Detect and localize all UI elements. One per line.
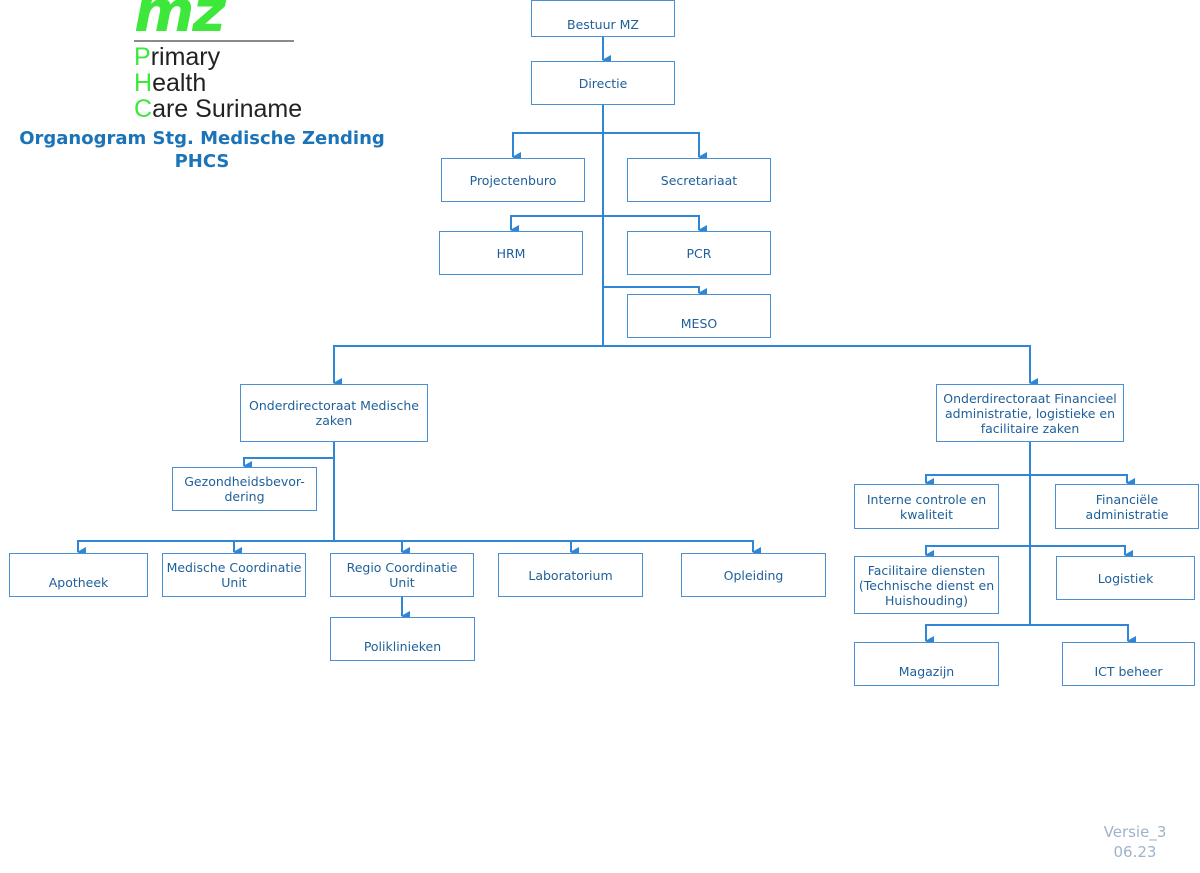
connector [603,286,707,298]
connector [1030,624,1136,646]
node-label-line: Onderdirectoraat Medische [249,398,419,413]
node-label-line: Bestuur MZ [567,17,639,32]
node-label-line: (Technische dienst en [858,577,995,593]
connector [603,345,1038,388]
node-ict-beheer: ICT beheer [1062,642,1195,686]
connector [925,545,1030,560]
logo-line-health: Health [134,69,207,97]
node-label-line: Medische Coordinatie [166,560,302,575]
node-projectenburo: Projectenburo [441,158,585,202]
node-label-line: kwaliteit [899,506,954,522]
node-label-line: Laboratorium [528,567,613,583]
connector [243,457,334,471]
connector [512,132,603,162]
node-laboratorium: Laboratorium [498,553,643,597]
node-poliklinieken: Poliklinieken [330,617,475,661]
node-gezondheidsbevordering: Gezondheidsbevor-dering [172,467,317,511]
connector [77,540,334,557]
node-label-line: Secretariaat [660,172,738,188]
node-label-line: dering [224,489,265,504]
node-label-line: Magazijn [898,664,955,679]
node-secretariaat: Secretariaat [627,158,771,202]
node-label-line: Regio Coordinatie [346,560,458,575]
node-apotheek: Apotheek [9,553,148,597]
node-label-line: ICT beheer [1094,664,1163,679]
connector [233,540,334,557]
node-label-line: Unit [389,575,415,590]
node-magazijn: Magazijn [854,642,999,686]
node-label-line: administratie, logistieke en [944,405,1116,421]
node-label-line: Poliklinieken [363,639,442,654]
connector [1030,474,1135,488]
node-label-line: Apotheek [48,575,109,590]
connector [925,474,1030,488]
logo-mz-wordmark: mz [134,0,226,45]
node-label-line: Unit [221,575,247,590]
node-pcr: PCR [627,231,771,275]
node-label-line: Logistiek [1097,570,1154,586]
node-meso: MESO [627,294,771,338]
node-logistiek: Logistiek [1056,556,1195,600]
node-bestuur-mz: Bestuur MZ [531,0,675,37]
node-label-line: Financiële [1095,491,1159,507]
connector [510,215,603,235]
node-label-line: zaken [315,413,353,428]
node-label-line: Gezondheidsbevor- [184,474,305,489]
node-label-line: Interne controle en [866,491,987,507]
node-facilitaire-diensten: Facilitaire diensten(Technische dienst e… [854,556,999,614]
version-label: Versie_3 06.23 [1103,823,1167,861]
node-hrm: HRM [439,231,583,275]
node-label-line: Directie [578,75,628,91]
node-label-line: Onderdirectoraat Financieel [943,390,1117,406]
node-label-line: MESO [680,316,718,331]
connector [603,132,707,162]
connector [333,345,603,388]
node-directie: Directie [531,61,675,105]
connector [1030,545,1133,560]
connector [334,540,579,557]
logo-line-care: Care Suriname [134,95,303,123]
node-label-line: Huishouding) [885,592,968,608]
node-label-line: administratie [1085,506,1169,522]
node-label-line: Facilitaire diensten [867,562,986,578]
node-label-line: Opleiding [723,567,784,583]
connector [334,540,761,557]
node-label-line: PCR [686,245,712,261]
connector [925,624,1030,646]
connector [603,215,707,235]
logo-divider [134,40,294,42]
node-opleiding: Opleiding [681,553,826,597]
node-label-line: Projectenburo [469,172,557,188]
connector [334,540,410,557]
node-label-line: facilitaire zaken [980,420,1080,436]
page-title: Organogram Stg. Medische Zending PHCS [19,128,385,172]
node-label-line: HRM [496,245,526,261]
logo-line-primary: Primary [134,43,221,71]
